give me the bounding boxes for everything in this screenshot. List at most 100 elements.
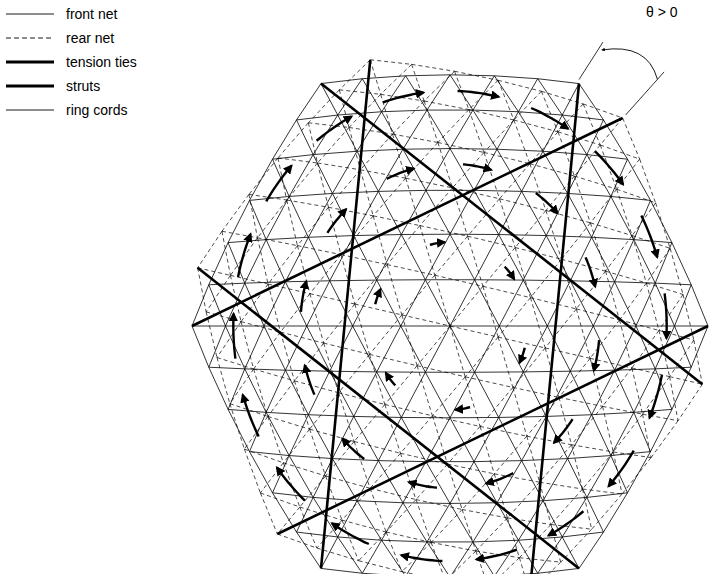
front-net-line <box>427 110 473 111</box>
rear-net-line <box>278 123 308 158</box>
front-net-line <box>296 120 313 155</box>
front-net-line <box>570 237 591 281</box>
front-net-line <box>321 568 362 573</box>
front-net-line <box>494 76 537 79</box>
front-net-line <box>450 372 475 418</box>
front-net-line <box>568 193 592 237</box>
legend-line-sample <box>4 4 56 24</box>
rear-net-line <box>646 283 659 330</box>
rear-net-line <box>217 358 254 369</box>
front-net-line <box>522 191 568 193</box>
legend-text: rear net <box>66 30 114 46</box>
front-net-line <box>354 416 402 417</box>
front-net-line <box>518 112 543 152</box>
rear-net-line <box>574 176 590 223</box>
front-net-line <box>587 456 611 498</box>
strut <box>641 216 657 258</box>
front-net-line <box>209 285 226 326</box>
front-net-line <box>655 243 672 284</box>
rear-net-line <box>387 265 402 315</box>
rear-net-line <box>420 226 435 276</box>
front-net-line <box>499 326 523 372</box>
rear-net-line <box>283 463 325 476</box>
front-net-line <box>296 532 337 537</box>
rear-net-line <box>308 123 317 163</box>
tension-tie <box>198 268 579 569</box>
front-net-line <box>611 196 634 239</box>
front-net-line <box>377 371 426 372</box>
strut <box>266 166 291 202</box>
front-net-line <box>611 412 634 455</box>
front-net-line <box>450 148 497 150</box>
rear-net-line <box>328 207 373 216</box>
strut <box>327 209 346 233</box>
rear-net-line <box>546 210 591 222</box>
front-net-line <box>401 190 426 234</box>
rear-net-line <box>386 532 402 572</box>
front-net-line <box>475 326 500 372</box>
front-net-line <box>308 236 353 238</box>
front-net-line <box>570 371 591 415</box>
front-net-line <box>338 537 363 573</box>
front-net-line <box>499 191 522 234</box>
rear-net-line <box>386 500 416 532</box>
rear-net-line <box>326 476 371 488</box>
front-net-line <box>592 412 634 414</box>
rear-net-line <box>583 489 623 494</box>
rear-net-line <box>527 436 572 445</box>
rear-net-line <box>328 207 341 254</box>
rear-net-line <box>416 464 448 499</box>
front-net-line <box>675 326 708 327</box>
extension-line <box>579 42 603 80</box>
rear-net-line <box>561 259 605 271</box>
front-net-line <box>570 326 593 371</box>
rear-net-line <box>468 236 516 247</box>
front-net-line <box>427 542 450 574</box>
front-net-line <box>357 149 403 151</box>
rear-net-line <box>572 406 603 444</box>
strut <box>476 550 517 560</box>
rear-net-line <box>317 163 328 207</box>
rear-net-line <box>590 223 605 271</box>
rear-net-line <box>450 326 498 337</box>
front-net-line <box>382 540 406 574</box>
legend-text: front net <box>66 6 117 22</box>
rear-net-line <box>462 510 476 551</box>
rear-net-line <box>257 200 286 238</box>
front-net-line <box>473 110 518 112</box>
front-net-line <box>209 367 228 409</box>
front-net-line <box>543 151 568 193</box>
rear-net-line <box>476 551 489 574</box>
angle-arrow <box>602 49 657 80</box>
front-net-line <box>475 235 499 280</box>
rear-net-line <box>355 304 402 315</box>
front-net-line <box>403 110 427 149</box>
rear-net-line <box>445 551 475 574</box>
front-net-line <box>497 112 518 149</box>
rear-net-line <box>260 493 277 534</box>
rear-net-line <box>450 326 465 377</box>
strut <box>301 281 306 312</box>
strut <box>387 168 414 178</box>
rear-net-line <box>310 429 326 476</box>
rear-net-line <box>484 152 530 163</box>
rear-net-line <box>417 326 450 366</box>
front-net-line <box>474 417 499 461</box>
rear-net-line <box>277 534 316 548</box>
front-net-line <box>425 279 474 280</box>
strut <box>375 289 380 304</box>
rear-net-line <box>603 406 614 452</box>
front-net <box>192 75 708 574</box>
rear-net-line <box>438 142 484 152</box>
front-net-line <box>499 280 523 326</box>
front-net-line <box>523 280 547 326</box>
front-net-line <box>450 326 475 372</box>
front-net-line <box>650 409 671 451</box>
strut <box>586 257 596 286</box>
front-net-line <box>497 149 543 151</box>
front-net-line <box>546 415 591 417</box>
front-net-line <box>272 120 296 159</box>
legend-text: ring cords <box>66 102 127 118</box>
front-net-line <box>450 110 473 148</box>
front-net-line <box>377 279 426 280</box>
